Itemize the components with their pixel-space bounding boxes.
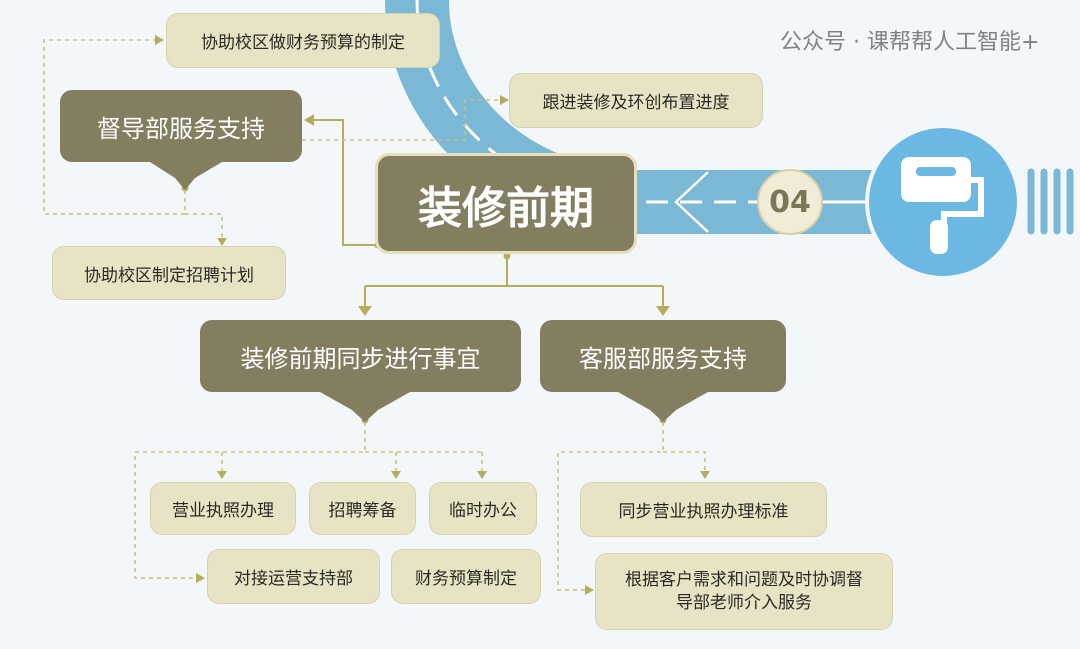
stripes	[1027, 168, 1074, 235]
task-temporary-office: 临时办公	[429, 482, 537, 535]
task-recruitment-prep: 招聘筹备	[309, 482, 416, 535]
task-coordinate-supervision: 根据客户需求和问题及时协调督导部老师介入服务	[595, 553, 893, 630]
chevrons	[150, 162, 708, 422]
step-number: 04	[769, 185, 811, 220]
task-license-standard: 同步营业执照办理标准	[580, 482, 827, 537]
task-ops-support: 对接运营支持部	[207, 549, 380, 604]
task-recruitment-plan: 协助校区制定招聘计划	[52, 246, 286, 300]
task-renovation-progress: 跟进装修及环创布置进度	[509, 73, 763, 128]
task-budget: 财务预算制定	[391, 549, 541, 604]
customer-service-heading: 客服部服务支持	[540, 320, 786, 392]
step-badge	[757, 169, 823, 235]
main-title: 装修前期	[375, 153, 637, 254]
watermark: 公众号 · 课帮帮人工智能+	[780, 30, 1040, 55]
supervision-support-heading: 督导部服务支持	[60, 90, 302, 162]
paint-roller-icon	[901, 157, 984, 254]
task-finance-budget: 协助校区做财务预算的制定	[166, 13, 440, 68]
task-business-license: 营业执照办理	[150, 482, 296, 535]
sync-items-heading: 装修前期同步进行事宜	[200, 320, 521, 392]
